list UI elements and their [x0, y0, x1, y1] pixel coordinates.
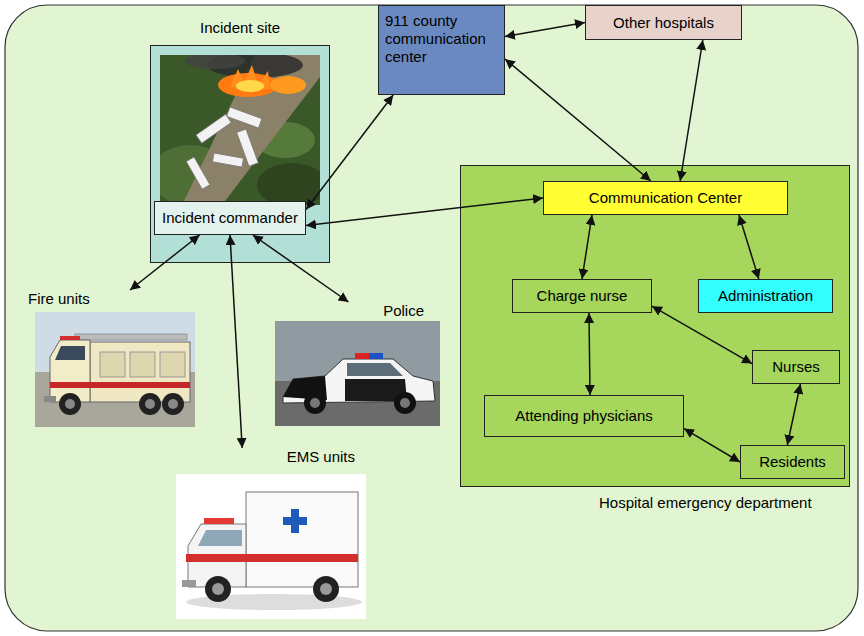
police-car-photo-part — [394, 392, 416, 414]
role-box: Nurses — [752, 350, 840, 384]
role-box: Charge nurse — [512, 279, 652, 313]
police-car-photo — [275, 321, 440, 426]
connector-arrow — [306, 95, 393, 210]
train-wreck-photo-part — [196, 114, 231, 143]
box-label: Communication Center — [589, 189, 742, 207]
police-car-photo-part — [355, 353, 369, 359]
fire-truck-photo-part — [59, 393, 81, 415]
region-heading: Incident site — [151, 19, 329, 36]
ambulance-photo-part — [198, 530, 242, 546]
ambulance-photo-part — [182, 580, 196, 587]
process-box: 911 county communication center — [378, 5, 505, 95]
fire-truck-photo-part — [65, 399, 75, 409]
fire-truck-photo-part — [162, 393, 184, 415]
process-box: Communication Center — [543, 181, 788, 215]
train-wreck-photo-part — [186, 107, 262, 189]
unit-node: Fire units — [25, 290, 200, 430]
ambulance-photo-part — [320, 583, 332, 595]
connector-arrow — [505, 23, 585, 37]
fire-truck-photo-part — [139, 393, 161, 415]
ambulance-photo-part — [205, 576, 231, 602]
train-wreck-photo-part — [186, 157, 210, 189]
train-wreck-photo-part — [236, 80, 264, 92]
unit-label: EMS units — [175, 448, 367, 466]
train-wreck-photo-part — [182, 55, 320, 205]
connector-arrow — [582, 215, 592, 279]
box-label: Other hospitals — [613, 14, 714, 32]
box-label: Administration — [718, 287, 813, 305]
unit-node: EMS units — [175, 448, 367, 620]
connector-arrow — [739, 215, 759, 279]
police-car-photo-part — [369, 353, 383, 359]
fire-truck-photo-part — [50, 382, 190, 388]
train-wreck-photo-part — [185, 55, 245, 69]
fire-truck-photo-part — [100, 352, 125, 377]
train-wreck-photo-part — [227, 107, 262, 128]
box-label: Incident commander — [162, 209, 298, 227]
unit-node: Police — [272, 302, 442, 427]
outer-region — [5, 5, 858, 631]
unit-label: Police — [272, 302, 442, 320]
police-car-photo-part — [304, 392, 326, 414]
ambulance-photo — [176, 474, 366, 619]
fire-truck-photo — [35, 312, 195, 427]
fire-truck-photo-part — [130, 352, 155, 377]
connector-arrow — [130, 235, 200, 290]
box-label: Charge nurse — [537, 287, 628, 305]
role-box: Attending physicians — [484, 395, 684, 437]
fire-truck-photo-part — [145, 399, 155, 409]
connector-arrow — [589, 313, 590, 395]
fire-truck-photo-part — [75, 334, 187, 340]
connector-arrow — [684, 429, 740, 462]
fire-truck-photo-part — [160, 352, 185, 377]
fire-truck-photo-part — [44, 396, 56, 402]
role-box: Residents — [740, 445, 845, 479]
connector-arrow — [306, 198, 543, 226]
police-car-photo-part — [400, 398, 410, 408]
train-wreck-photo-part — [257, 163, 320, 205]
process-box: Other hospitals — [585, 5, 742, 40]
fire-truck-photo-part — [168, 399, 178, 409]
ambulance-photo-part — [186, 554, 358, 562]
fire-truck-photo-part — [55, 346, 85, 360]
process-box: Incident commander — [154, 201, 306, 235]
box-label: 911 county communication center — [385, 12, 498, 66]
ambulance-photo-part — [204, 518, 234, 524]
ambulance-photo-part — [313, 576, 339, 602]
connector-arrow — [652, 306, 752, 363]
ambulance-photo-part — [212, 583, 224, 595]
fire-truck-photo-part — [60, 336, 80, 340]
police-car-photo-part — [275, 321, 440, 381]
fire-truck-photo-part — [90, 342, 190, 402]
train-wreck-photo — [160, 55, 320, 205]
connector-arrow — [253, 235, 349, 302]
box-label: Residents — [759, 453, 826, 471]
ambulance-photo-part — [283, 517, 307, 525]
connector-arrow — [230, 235, 242, 448]
connector-arrow — [505, 59, 651, 181]
ambulance-photo-part — [176, 474, 366, 619]
box-label: Attending physicians — [515, 407, 653, 425]
connector-arrow — [680, 40, 703, 181]
incident-site-region: Incident siteIncident commander — [150, 45, 330, 263]
unit-label: Fire units — [25, 290, 200, 308]
train-wreck-photo-part — [212, 153, 243, 167]
police-car-photo-part — [347, 363, 403, 376]
department-region: Hospital emergency departmentCommunicati… — [460, 165, 850, 487]
role-box: Administration — [698, 279, 833, 313]
train-wreck-photo-part — [270, 76, 306, 94]
fire-truck-photo-part — [50, 340, 90, 402]
ambulance-photo-part — [246, 492, 358, 587]
region-heading: Hospital emergency department — [599, 494, 812, 511]
connector-arrow — [787, 384, 800, 445]
police-car-photo-part — [310, 398, 320, 408]
box-label: Nurses — [772, 358, 820, 376]
